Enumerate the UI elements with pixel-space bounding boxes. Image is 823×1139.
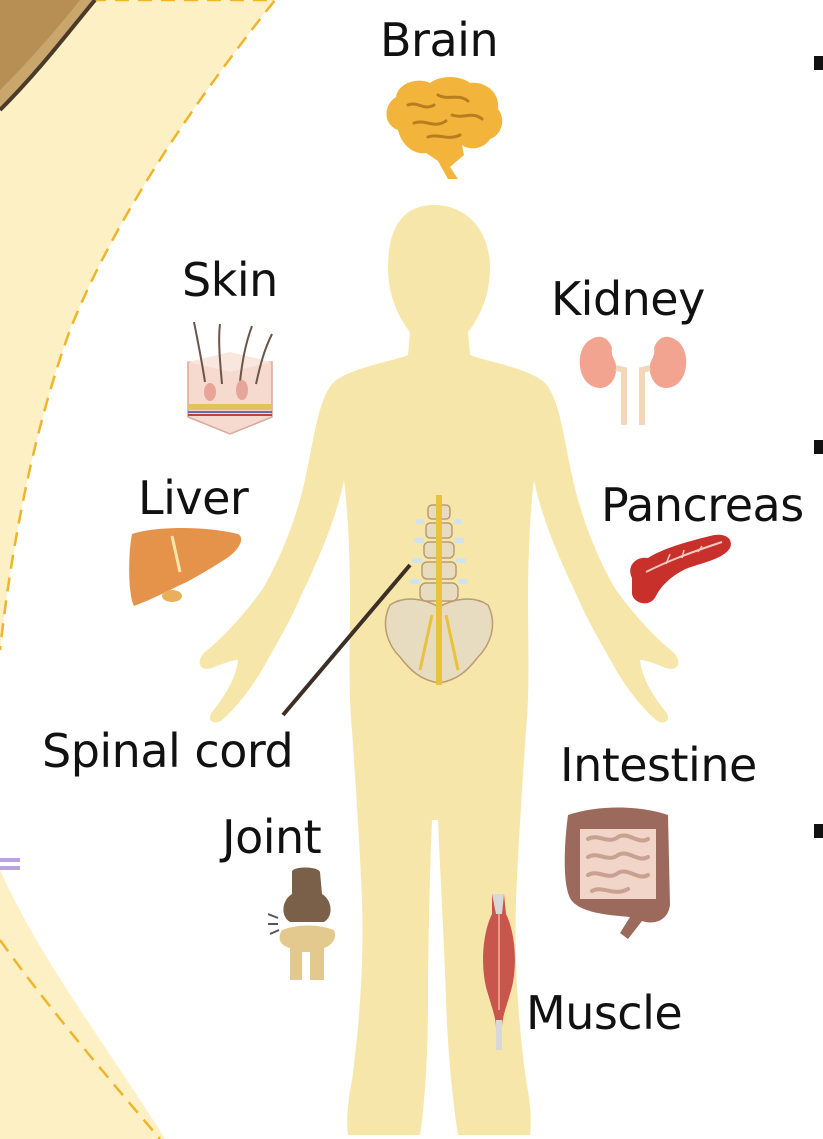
- label-liver: Liver: [138, 475, 248, 521]
- muscle-icon: [476, 890, 522, 1055]
- brain-icon: [378, 75, 508, 180]
- label-kidney: Kidney: [551, 276, 705, 322]
- label-intestine: Intestine: [560, 742, 757, 788]
- intestine-icon: [558, 805, 678, 940]
- label-pancreas: Pancreas: [601, 482, 804, 528]
- liver-icon: [126, 524, 246, 609]
- kidney-icon: [578, 330, 688, 425]
- label-skin: Skin: [182, 257, 278, 303]
- label-spinal-cord: Spinal cord: [42, 728, 293, 774]
- label-joint: Joint: [222, 814, 321, 860]
- pancreas-icon: [626, 528, 736, 608]
- skin-icon: [180, 322, 280, 437]
- label-muscle: Muscle: [526, 990, 682, 1036]
- joint-icon: [268, 866, 348, 986]
- label-brain: Brain: [380, 17, 498, 63]
